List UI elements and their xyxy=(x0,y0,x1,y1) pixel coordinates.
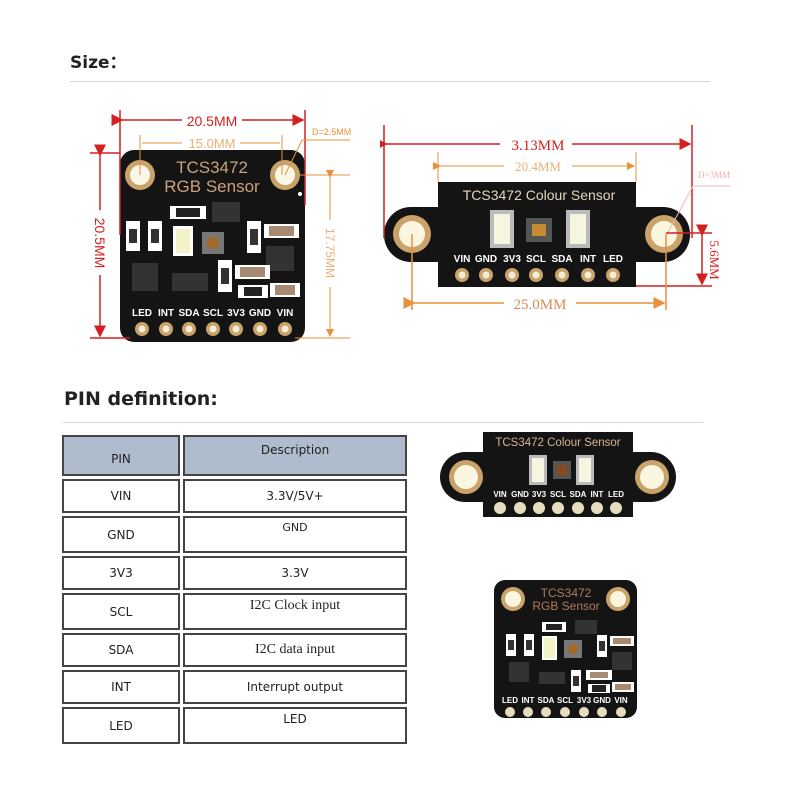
dim-hole-spacing: 15.0MM xyxy=(189,136,236,151)
pin-label: INT xyxy=(158,308,174,319)
pin-label: SCL xyxy=(557,696,573,705)
size-heading: Size： xyxy=(70,53,127,73)
table-row: SCL I2C Clock input xyxy=(62,593,407,630)
header-pin: PIN xyxy=(62,435,180,476)
pin-label: SCL xyxy=(550,490,566,499)
dim-hole-diameter: D=2.5MM xyxy=(312,127,351,137)
pin-label: 3V3 xyxy=(532,490,547,499)
pin-label: SDA xyxy=(570,490,587,499)
small-square-title-1: TCS3472 xyxy=(541,586,592,600)
pin-label: 3V3 xyxy=(227,308,245,319)
pin-label: VIN xyxy=(614,696,628,705)
description-cell: I2C data input xyxy=(183,633,407,667)
dimension-hole-to-edge xyxy=(636,224,712,287)
table-row: VIN 3.3V/5V+ xyxy=(62,479,407,513)
pin-label: LED xyxy=(502,696,518,705)
square-board-photo: TCS3472 RGB Sensor LED INT SDA SCL 3V3 G… xyxy=(494,580,637,718)
pin-label: SDA xyxy=(178,308,199,319)
pin-label: SDA xyxy=(538,696,555,705)
size-divider xyxy=(70,81,710,82)
dim-square-width: 20.5MM xyxy=(187,113,238,129)
pin-label: VIN xyxy=(277,308,294,319)
description-cell: 3.3V/5V+ xyxy=(183,479,407,513)
pin-cell: SDA xyxy=(62,633,180,667)
dim-overall-width: 3.13MM xyxy=(512,138,565,154)
pin-cell: GND xyxy=(62,516,180,553)
pin-table: PIN Description VIN 3.3V/5V+ GND GND 3V3… xyxy=(59,432,410,747)
dim-hole-spacing: 25.0MM xyxy=(514,297,567,313)
pin-cell: INT xyxy=(62,670,180,704)
pin-label: INT xyxy=(522,696,535,705)
dimension-hole-spacing xyxy=(403,234,667,310)
dim-hole-diameter: D=3MM xyxy=(698,170,730,180)
pin-label: GND xyxy=(249,308,271,319)
dimension-width xyxy=(111,110,306,235)
table-row: GND GND xyxy=(62,516,407,553)
pin-label: 3V3 xyxy=(577,696,592,705)
pin-label: GND xyxy=(511,490,529,499)
dim-hole-to-edge: 5.6MM xyxy=(707,240,722,280)
table-header-row: PIN Description xyxy=(62,435,407,476)
long-board-diagram: TCS3472 Colour Sensor VIN GND 3V3 SCL SD… xyxy=(380,125,730,313)
small-square-title-2: RGB Sensor xyxy=(532,599,599,613)
description-cell: I2C Clock input xyxy=(183,593,407,630)
pin-label: VIN xyxy=(454,254,471,265)
dimension-hole-diameter-leader xyxy=(284,139,350,176)
square-pin-labels: LED INT SDA SCL 3V3 GND VIN xyxy=(132,308,293,319)
pin-label: 3V3 xyxy=(503,254,521,265)
description-cell: Interrupt output xyxy=(183,670,407,704)
header-description: Description xyxy=(183,435,407,476)
small-square-pin-labels: LED INT SDA SCL 3V3 GND VIN xyxy=(502,696,628,705)
small-square-components xyxy=(506,620,634,693)
square-pin-pads xyxy=(135,322,292,336)
long-board-title: TCS3472 Colour Sensor xyxy=(463,187,616,203)
small-long-title: TCS3472 Colour Sensor xyxy=(495,437,620,449)
pin-label: SCL xyxy=(526,254,546,265)
dim-body-width: 20.4MM xyxy=(515,159,561,174)
dimension-hole-spacing xyxy=(139,135,283,175)
square-board-title-1: TCS3472 xyxy=(176,158,248,177)
pin-cell: SCL xyxy=(62,593,180,630)
long-pin-labels: VIN GND 3V3 SCL SDA INT LED xyxy=(454,254,623,265)
pin-cell: VIN xyxy=(62,479,180,513)
description-cell: 3.3V xyxy=(183,556,407,590)
square-board-diagram: TCS3472 RGB Sensor LED INT SDA SCL 3V3 G… xyxy=(90,110,351,342)
table-row: LED LED xyxy=(62,707,407,744)
square-board-title-2: RGB Sensor xyxy=(164,177,260,196)
small-square-pads xyxy=(505,707,626,717)
long-board-photo: TCS3472 Colour Sensor VIN GND 3V3 SCL SD… xyxy=(440,432,676,517)
dimension-body-width xyxy=(433,152,637,182)
pin-label: INT xyxy=(580,254,596,265)
pin-label: VIN xyxy=(493,490,507,499)
description-cell: GND xyxy=(183,516,407,553)
dim-hole-to-pin: 17.75MM xyxy=(323,228,337,278)
pin-label: SDA xyxy=(551,254,572,265)
pin-label: INT xyxy=(591,490,604,499)
pin-cell: LED xyxy=(62,707,180,744)
small-long-components xyxy=(529,455,594,485)
pin-label: GND xyxy=(475,254,497,265)
long-pin-pads xyxy=(455,268,620,282)
pin-cell: 3V3 xyxy=(62,556,180,590)
components xyxy=(126,202,300,298)
small-long-pads xyxy=(494,502,622,514)
pin-label: LED xyxy=(603,254,623,265)
dimension-hole-diameter-leader xyxy=(666,185,730,235)
long-components xyxy=(490,210,590,248)
pin-label: LED xyxy=(132,308,152,319)
dimension-hole-to-pin xyxy=(295,170,350,339)
table-row: SDA I2C data input xyxy=(62,633,407,667)
pin-label: GND xyxy=(593,696,611,705)
small-long-pin-labels: VIN GND 3V3 SCL SDA INT LED xyxy=(493,490,624,499)
pin-label: LED xyxy=(608,490,624,499)
dim-square-height: 20.5MM xyxy=(92,218,108,269)
table-row: INT Interrupt output xyxy=(62,670,407,704)
pin-definition-heading: PIN definition: xyxy=(64,388,218,410)
dimension-overall-width xyxy=(380,125,693,238)
pin-divider xyxy=(63,422,703,423)
pin-label: SCL xyxy=(203,308,223,319)
description-cell: LED xyxy=(183,707,407,744)
dimension-height xyxy=(90,144,130,339)
table-row: 3V3 3.3V xyxy=(62,556,407,590)
